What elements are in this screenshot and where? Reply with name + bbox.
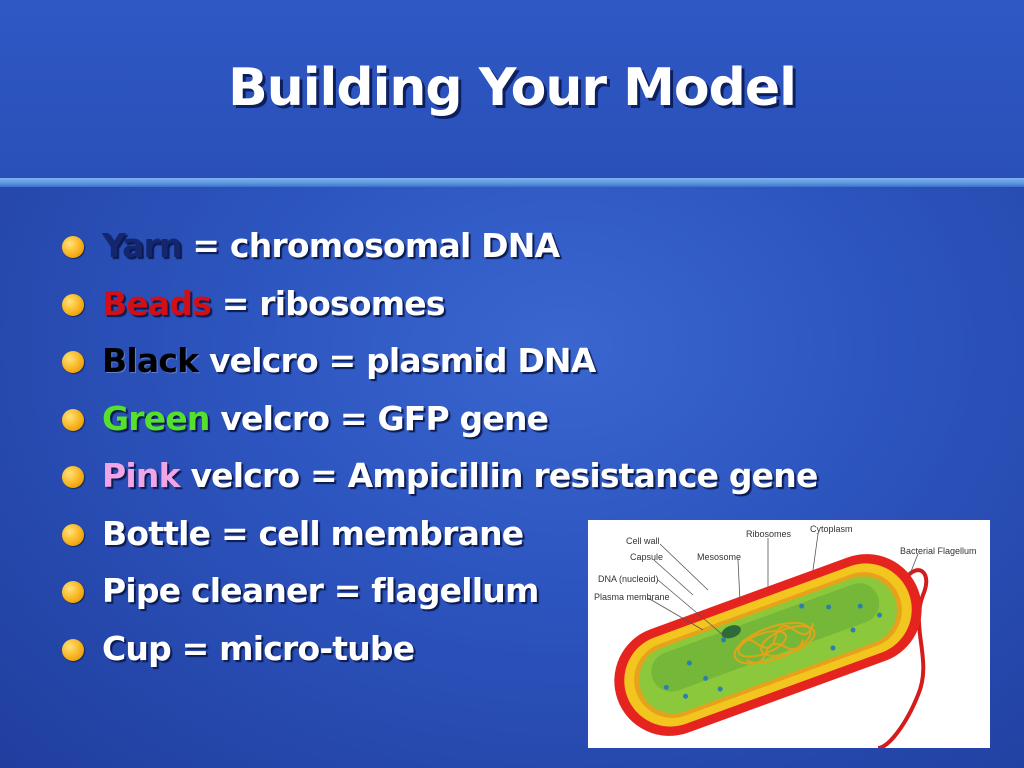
ribosome-dots <box>663 603 882 699</box>
bullet-text: Pipe cleaner = flagellum <box>102 571 539 610</box>
bullet-text: Bottle = cell membrane <box>102 513 524 553</box>
label-cell-wall: Cell wall <box>626 536 660 546</box>
bullet-text: = ribosomes <box>211 283 446 323</box>
bullet-item-pink: Pink velcro = Ampicillin resistance gene <box>62 454 818 512</box>
bullet-dot-icon <box>62 408 84 431</box>
cell-body <box>614 554 922 736</box>
label-capsule: Capsule <box>630 552 663 562</box>
keyword-yarn: Yarn <box>102 226 183 265</box>
bullet-dot-icon <box>62 466 84 488</box>
title-divider <box>0 178 1024 187</box>
leader-lines <box>647 533 919 636</box>
bullet-dot-icon <box>62 638 84 661</box>
bullet-dot-icon <box>62 351 84 373</box>
label-dna: DNA (nucleoid) <box>598 574 659 584</box>
label-mesosome: Mesosome <box>697 552 741 562</box>
title-bar <box>0 0 1024 178</box>
bullet-list: Yarn = chromosomal DNA Beads = ribosomes… <box>62 224 818 684</box>
bullet-text: = chromosomal DNA <box>181 226 560 265</box>
keyword-beads: Beads <box>102 283 212 323</box>
keyword-black: Black <box>102 341 199 380</box>
bullet-item-black: Black velcro = plasmid DNA <box>62 339 818 397</box>
cytoplasm-inner-shape <box>651 583 880 692</box>
bullet-text: velcro = Ampicillin resistance gene <box>179 456 818 495</box>
bacterium-diagram: Cell wall Capsule Mesosome DNA (nucleoid… <box>588 520 990 748</box>
bullet-text: velcro = GFP gene <box>209 398 549 438</box>
bullet-item-cup: Cup = micro-tube <box>62 627 818 685</box>
mesosome-shape <box>721 625 741 639</box>
bullet-dot-icon <box>62 581 84 603</box>
bullet-item-pipe-cleaner: Pipe cleaner = flagellum <box>62 569 818 627</box>
label-plasma-membrane: Plasma membrane <box>594 592 670 602</box>
keyword-green: Green <box>102 398 210 438</box>
bullet-text: Cup = micro-tube <box>102 628 415 668</box>
bullet-dot-icon <box>62 236 84 258</box>
bullet-item-yarn: Yarn = chromosomal DNA <box>62 224 818 282</box>
label-flagellum: Bacterial Flagellum <box>900 546 977 556</box>
bullet-dot-icon <box>62 523 84 546</box>
bullet-item-bottle: Bottle = cell membrane <box>62 512 818 570</box>
keyword-pink: Pink <box>102 456 181 495</box>
slide-title: Building Your Model <box>228 58 797 118</box>
bullet-dot-icon <box>62 293 84 316</box>
bullet-item-green: Green velcro = GFP gene <box>62 397 818 455</box>
flagellum-shape <box>877 568 929 748</box>
bacterium-diagram-svg: Cell wall Capsule Mesosome DNA (nucleoid… <box>594 524 977 748</box>
label-cytoplasm: Cytoplasm <box>810 524 853 534</box>
label-ribosomes: Ribosomes <box>746 529 792 539</box>
bullet-text: velcro = plasmid DNA <box>198 341 596 380</box>
dna-nucleoid-shape <box>733 621 816 665</box>
bullet-item-beads: Beads = ribosomes <box>62 282 818 340</box>
